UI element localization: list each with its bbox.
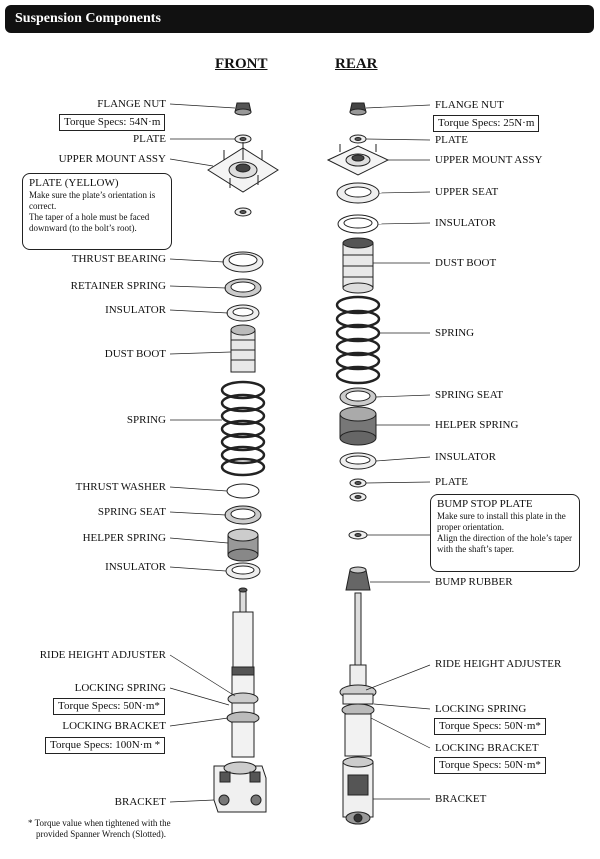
rear-insulator2-part: [339, 452, 377, 470]
rear-flange-nut-part: [349, 102, 367, 116]
front-label-dust-boot: DUST BOOT: [104, 348, 166, 360]
front-note-line-2: correct.: [29, 201, 57, 211]
front-label-locking-bracket: LOCKING BRACKET: [62, 720, 166, 732]
rear-torque-flange-nut: Torque Specs: 25N·m: [433, 115, 540, 132]
footnote-line-1: * Torque value when tightened with the: [28, 818, 171, 828]
rear-label-helper-spring: HELPER SPRING: [435, 419, 519, 431]
front-insulator2-part: [225, 562, 261, 580]
rear-bump-stop-plate-part: [348, 530, 368, 540]
rear-upper-mount-part: [326, 144, 390, 176]
rear-column-title: REAR: [335, 56, 378, 72]
front-spring-seat-part: [224, 505, 262, 525]
rear-plate2-part: [349, 478, 367, 502]
front-note-line-3: The taper of a hole must be faced: [29, 212, 150, 222]
rear-note-line-4: with the shaft’s taper.: [437, 544, 514, 554]
front-label-thrust-bearing: THRUST BEARING: [71, 253, 166, 265]
rear-label-dust-boot: DUST BOOT: [435, 257, 497, 269]
rear-label-ride-height: RIDE HEIGHT ADJUSTER: [435, 658, 562, 670]
front-label-plate: PLATE: [133, 133, 166, 145]
front-label-upper-mount: UPPER MOUNT ASSY: [58, 153, 166, 165]
rear-note-line-1: Make sure to install this plate in the: [437, 511, 566, 521]
front-spring-part: [220, 380, 266, 477]
front-retainer-spring-part: [224, 278, 262, 298]
front-dust-boot-part: [230, 324, 256, 373]
front-label-thrust-washer: THRUST WASHER: [75, 481, 166, 493]
rear-insulator-part: [337, 214, 379, 234]
rear-torque-locking-spring: Torque Specs: 50N·m*: [434, 718, 546, 735]
rear-label-bracket: BRACKET: [435, 793, 487, 805]
footnote: * Torque value when tightened with the p…: [28, 818, 171, 840]
front-torque-locking-bracket: Torque Specs: 100N·m *: [45, 737, 166, 754]
front-flange-nut-part: [234, 102, 252, 116]
rear-bump-stop-plate-note: BUMP STOP PLATE Make sure to install thi…: [430, 494, 580, 572]
front-thrust-bearing-part: [222, 251, 264, 273]
front-note-title: PLATE (YELLOW): [29, 177, 119, 189]
rear-label-locking-spring: LOCKING SPRING: [435, 703, 527, 715]
rear-bracket-part: [342, 756, 374, 825]
front-note-line-1: Make sure the plate’s orientation is: [29, 190, 156, 200]
rear-upper-seat-part: [336, 182, 380, 204]
front-shock-body-part: [226, 587, 260, 758]
front-bracket-part: [213, 761, 267, 813]
front-label-ride-height: RIDE HEIGHT ADJUSTER: [39, 649, 166, 661]
footnote-line-2: provided Spanner Wrench (Slotted).: [36, 829, 166, 839]
front-label-flange-nut: FLANGE NUT: [97, 98, 166, 110]
rear-label-upper-mount: UPPER MOUNT ASSY: [435, 154, 543, 166]
front-label-spring-seat: SPRING SEAT: [97, 506, 166, 518]
rear-shock-body-part: [339, 592, 377, 757]
front-insulator-part: [226, 304, 260, 322]
rear-helper-spring-part: [339, 406, 377, 446]
front-plate-yellow-note: PLATE (YELLOW) Make sure the plate’s ori…: [22, 173, 172, 250]
rear-label-insulator-2: INSULATOR: [435, 451, 496, 463]
rear-note-title: BUMP STOP PLATE: [437, 498, 533, 510]
rear-spring-part: [335, 295, 381, 385]
rear-torque-locking-bracket: Torque Specs: 50N·m*: [434, 757, 546, 774]
rear-label-insulator: INSULATOR: [435, 217, 496, 229]
rear-bump-rubber-part: [345, 566, 371, 591]
front-torque-flange-nut: Torque Specs: 54N·m: [59, 114, 166, 131]
rear-label-bump-rubber: BUMP RUBBER: [435, 576, 513, 588]
front-column-title: FRONT: [215, 56, 268, 72]
front-upper-mount-part: [207, 142, 279, 193]
rear-dust-boot-part: [342, 237, 374, 294]
front-label-bracket: BRACKET: [114, 796, 166, 808]
rear-label-spring: SPRING: [435, 327, 475, 339]
rear-label-plate: PLATE: [435, 134, 468, 146]
front-label-retainer-spring: RETAINER SPRING: [70, 280, 166, 292]
front-label-insulator: INSULATOR: [105, 304, 166, 316]
rear-label-flange-nut: FLANGE NUT: [435, 99, 504, 111]
front-helper-spring-part: [227, 528, 259, 562]
rear-spring-seat-part: [339, 387, 377, 407]
rear-label-upper-seat: UPPER SEAT: [435, 186, 499, 198]
front-label-locking-spring: LOCKING SPRING: [74, 682, 166, 694]
front-label-helper-spring: HELPER SPRING: [82, 532, 166, 544]
front-torque-locking-spring: Torque Specs: 50N·m*: [53, 698, 165, 715]
front-thrust-washer-part: [226, 483, 260, 499]
section-header: Suspension Components: [5, 5, 594, 33]
rear-note-line-2: proper orientation.: [437, 522, 504, 532]
front-label-spring: SPRING: [126, 414, 166, 426]
front-note-line-4: downward (to the bolt’s root).: [29, 223, 137, 233]
rear-label-locking-bracket: LOCKING BRACKET: [435, 742, 539, 754]
rear-label-spring-seat: SPRING SEAT: [435, 389, 504, 401]
rear-note-line-3: Align the direction of the hole’s taper: [437, 533, 572, 543]
rear-label-plate-2: PLATE: [435, 476, 468, 488]
front-label-insulator-2: INSULATOR: [105, 561, 166, 573]
